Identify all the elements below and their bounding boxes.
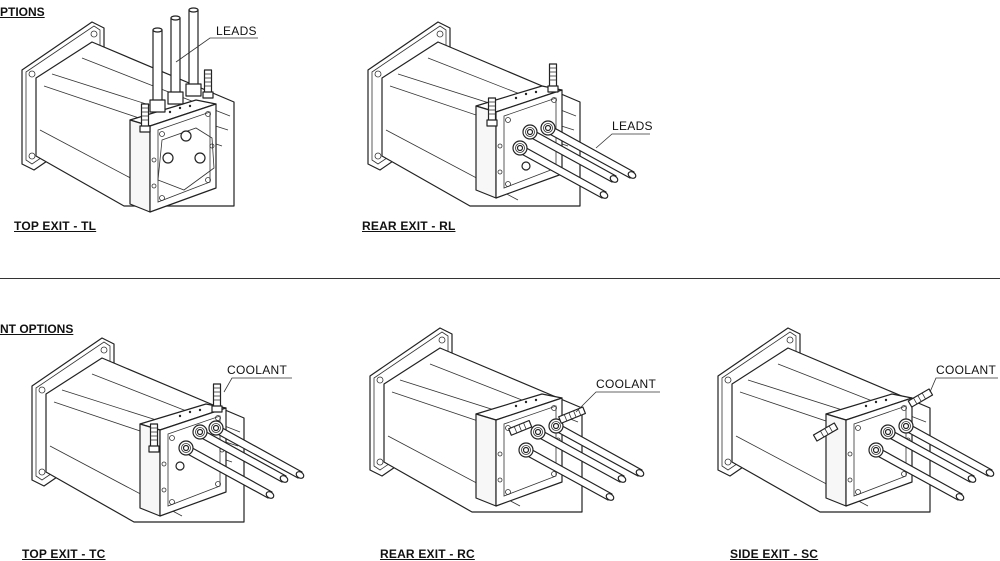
view-rear-exit-rc bbox=[369, 327, 660, 513]
callout-leads-tl: LEADS bbox=[216, 24, 257, 38]
view-top-exit-tc bbox=[31, 337, 306, 523]
section-divider bbox=[0, 278, 1000, 279]
callout-coolant-rc: COOLANT bbox=[596, 377, 657, 391]
caption-rear-exit-rc: REAR EXIT - RC bbox=[380, 547, 475, 561]
callout-coolant-sc: COOLANT bbox=[936, 363, 997, 377]
caption-top-exit-tc: TOP EXIT - TC bbox=[22, 547, 106, 561]
view-rear-exit-rl bbox=[367, 21, 650, 207]
callout-coolant-tc: COOLANT bbox=[227, 363, 288, 377]
caption-rear-exit-rl: REAR EXIT - RL bbox=[362, 219, 456, 233]
view-top-exit-tl bbox=[21, 7, 258, 213]
caption-side-exit-sc: SIDE EXIT - SC bbox=[730, 547, 819, 561]
caption-top-exit-tl: TOP EXIT - TL bbox=[14, 219, 97, 233]
section-title-lead-options: PTIONS bbox=[0, 5, 45, 19]
section-title-coolant-options: NT OPTIONS bbox=[0, 322, 74, 336]
view-side-exit-sc bbox=[717, 327, 998, 513]
callout-leads-rl: LEADS bbox=[612, 119, 653, 133]
